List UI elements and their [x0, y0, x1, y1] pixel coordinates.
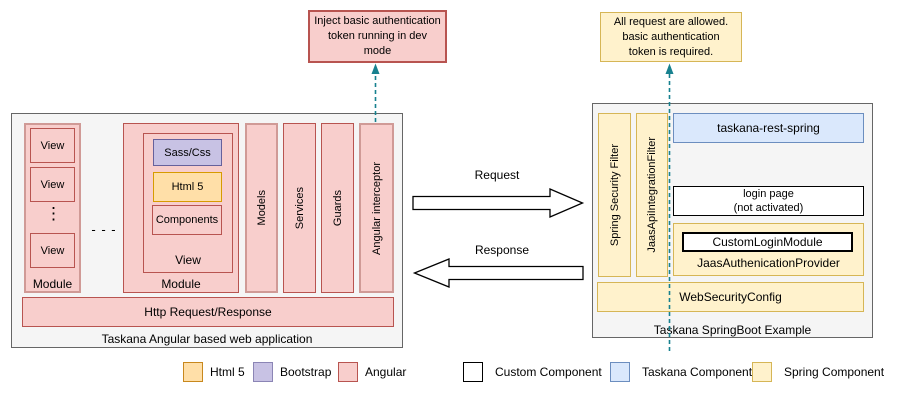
legend-item-html5: Html 5 — [183, 362, 245, 382]
module-2-label: Module — [161, 277, 201, 291]
custom-component-legend-swatch — [463, 362, 483, 382]
view-box: View — [30, 233, 75, 268]
legend-item-angular: Angular — [338, 362, 406, 382]
jaas-api-integration-filter-label: JaasApiIntegrationFilter — [646, 137, 658, 253]
dashed-arrow-left-head — [371, 63, 380, 74]
guards-pillar: Guards — [321, 123, 354, 293]
services-label: Services — [293, 186, 306, 230]
guards-label: Guards — [331, 189, 344, 227]
angular-legend-swatch — [338, 362, 358, 382]
jaas-authentication-provider-label: JaasAuthenicationProvider — [697, 256, 840, 270]
models-pillar: Models — [245, 123, 278, 293]
sass-css-box: Sass/Css — [153, 139, 222, 166]
view-box: View — [30, 167, 75, 202]
html5-box: Html 5 — [153, 172, 222, 202]
custom-login-module-box: CustomLoginModule — [682, 232, 853, 252]
legend-item-custom-component: Custom Component — [463, 362, 602, 382]
spring-security-filter-label: Spring Security Filter — [608, 143, 621, 247]
spring-security-filter-pillar: Spring Security Filter — [598, 113, 631, 277]
components-box: Components — [152, 205, 222, 235]
horizontal-ellipsis: - - - — [91, 222, 117, 237]
web-security-config-box: WebSecurityConfig — [597, 282, 864, 312]
module-2-view-label: View — [175, 253, 201, 267]
spring-component-legend-label: Spring Component — [784, 365, 885, 379]
spring-component-legend-swatch — [752, 362, 772, 382]
legend-item-taskana-component: Taskana Component — [610, 362, 752, 382]
module-1-label: Module — [32, 277, 73, 291]
angular-legend-label: Angular — [365, 365, 407, 379]
request-arrow — [412, 188, 585, 218]
taskana-rest-spring-box: taskana-rest-spring — [673, 113, 864, 143]
custom-component-legend-label: Custom Component — [495, 365, 602, 379]
legend-item-spring-component: Spring Component — [752, 362, 884, 382]
dashed-arrow-right-head — [665, 63, 674, 74]
vertical-ellipsis: ⋮ — [45, 204, 63, 223]
taskana-component-legend-label: Taskana Component — [642, 365, 753, 379]
bootstrap-legend-label: Bootstrap — [280, 365, 332, 379]
html5-legend-label: Html 5 — [210, 365, 245, 379]
view-box: View — [30, 128, 75, 163]
auth-required-callout: All request are allowed. basic authentic… — [600, 12, 742, 62]
dev-token-callout: Inject basic authentication token runnin… — [308, 10, 447, 63]
html5-legend-swatch — [183, 362, 203, 382]
angular-app-title: Taskana Angular based web application — [101, 332, 313, 346]
angular-interceptor-pillar: Angular interceptor — [359, 123, 394, 293]
jaas-api-integration-filter-pillar: JaasApiIntegrationFilter — [636, 113, 668, 277]
response-arrow-label: Response — [474, 243, 530, 257]
springboot-app-title: Taskana SpringBoot Example — [653, 323, 812, 337]
response-arrow — [412, 258, 584, 288]
request-arrow-label: Request — [474, 168, 520, 182]
legend-item-bootstrap: Bootstrap — [253, 362, 331, 382]
taskana-component-legend-swatch — [610, 362, 630, 382]
http-request-response-bar: Http Request/Response — [22, 297, 394, 327]
services-pillar: Services — [283, 123, 316, 293]
login-page-box: login page (not activated) — [673, 186, 864, 216]
models-label: Models — [255, 190, 268, 226]
bootstrap-legend-swatch — [253, 362, 273, 382]
angular-interceptor-label: Angular interceptor — [370, 161, 383, 255]
